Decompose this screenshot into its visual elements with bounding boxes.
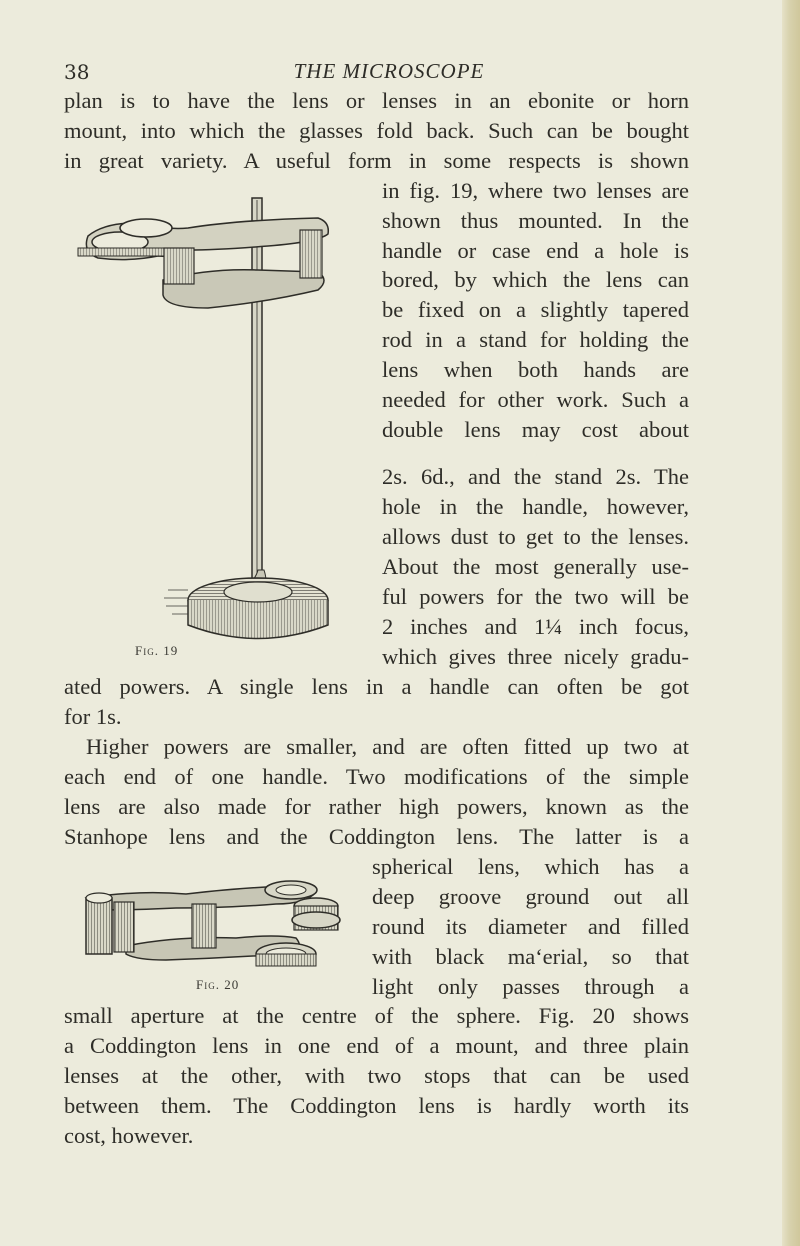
text-line: hole in the handle, however, <box>382 494 689 519</box>
text-line: which gives three nicely gradu- <box>382 644 689 669</box>
text-line: About the most generally use- <box>382 554 689 579</box>
figure-20-caption: Fig. 20 <box>196 977 240 992</box>
text-line: round its diameter and filled <box>372 914 689 939</box>
text-line: Higher powers are smaller, and are often… <box>86 734 689 759</box>
text-line: bored, by which the lens can <box>382 267 689 292</box>
text-line: lens are also made for rather high power… <box>64 794 689 819</box>
text-line: with black ma‘erial, so that <box>372 944 689 969</box>
text-line: double lens may cost about <box>382 417 689 442</box>
text-line: between them. The Coddington lens is har… <box>64 1093 689 1118</box>
text-line: 2s. 6d., and the stand 2s. The <box>382 464 689 489</box>
text-line: in fig. 19, where two lenses are <box>382 178 689 203</box>
figure-19-caption: Fig. 19 <box>135 643 179 658</box>
text-line: for 1s. <box>64 704 122 729</box>
text-line: light only passes through a <box>372 974 689 999</box>
text-line: spherical lens, which has a <box>372 854 689 879</box>
text-line: ated powers. A single lens in a handle c… <box>64 674 689 699</box>
text-line: shown thus mounted. In the <box>382 208 689 233</box>
text-line: 2 inches and 1¼ inch focus, <box>382 614 689 639</box>
text-line: deep groove ground out all <box>372 884 689 909</box>
text-line: lenses at the other, with two stops that… <box>64 1063 689 1088</box>
text-line: in great variety. A useful form in some … <box>64 148 689 173</box>
text-line: lens when both hands are <box>382 357 689 382</box>
text-line: be fixed on a slightly tapered <box>382 297 689 322</box>
text-line: rod in a stand for holding the <box>382 327 689 352</box>
text-line: a Coddington lens in one end of a mount,… <box>64 1033 689 1058</box>
text-line: handle or case end a hole is <box>382 238 689 263</box>
text-line: needed for other work. Such a <box>382 387 689 412</box>
coddington-lens-mount-illustration <box>84 880 341 967</box>
figure-20 <box>76 868 346 978</box>
text-line: each end of one handle. Two modification… <box>64 764 689 789</box>
double-lens-stand-illustration <box>77 197 330 640</box>
page-number: 38 <box>64 60 90 84</box>
running-title: THE MICROSCOPE <box>293 59 485 83</box>
text-line: small aperture at the centre of the sphe… <box>64 1003 689 1028</box>
text-line: ful powers for the two will be <box>382 584 689 609</box>
text-line: Stanhope lens and the Coddington lens. T… <box>64 824 689 849</box>
text-line: plan is to have the lens or lenses in an… <box>64 88 689 113</box>
figure-19 <box>68 190 368 650</box>
text-line: allows dust to get to the lenses. <box>382 524 689 549</box>
page-header: 38 THE MICROSCOPE <box>64 52 714 92</box>
page-edge <box>782 0 800 1246</box>
text-line: cost, however. <box>64 1123 194 1148</box>
text-line: mount, into which the glasses fold back.… <box>64 118 689 143</box>
